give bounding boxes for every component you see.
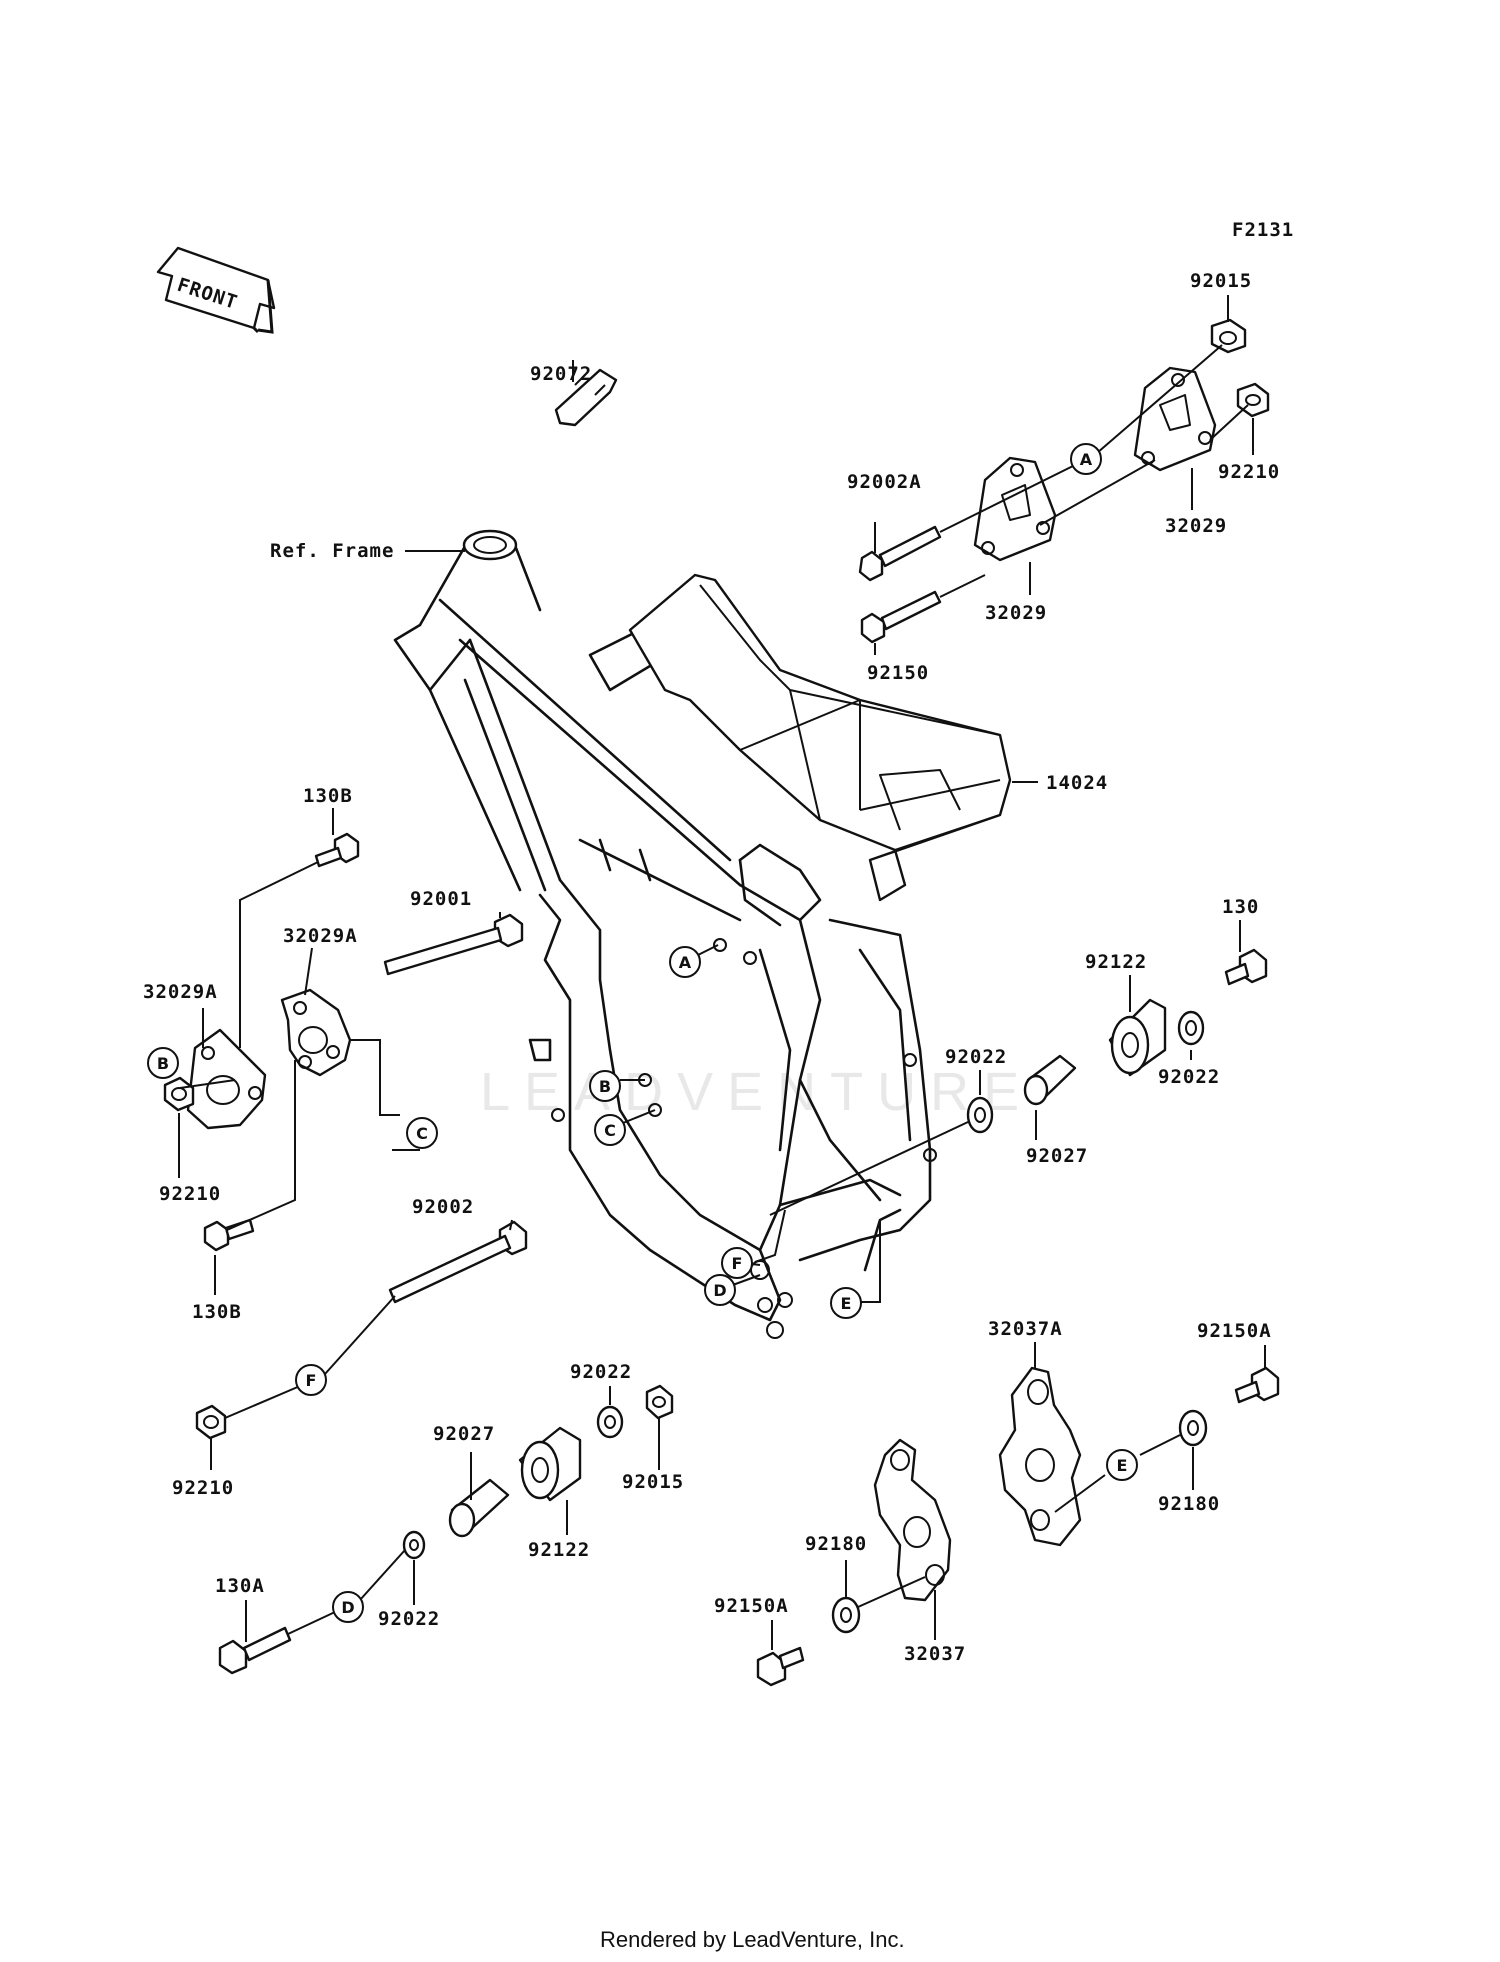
label-ref-frame: Ref. Frame: [270, 540, 394, 562]
svg-text:A: A: [1080, 450, 1093, 469]
label-32029-right: 32029: [1165, 515, 1227, 537]
part-14024-guard: [628, 573, 1012, 902]
callout-b-left: B: [147, 1047, 179, 1079]
svg-text:C: C: [416, 1124, 428, 1143]
callout-e-right: E: [1106, 1449, 1138, 1481]
figure-code: F2131: [1232, 219, 1294, 241]
label-92210-left: 92210: [159, 1183, 221, 1205]
svg-text:B: B: [157, 1054, 169, 1073]
label-92027-right: 92027: [1026, 1145, 1088, 1167]
callout-f-frame: F: [721, 1247, 753, 1279]
label-92150a-lower: 92150A: [714, 1595, 789, 1617]
label-92210-top: 92210: [1218, 461, 1280, 483]
upper-engine-mount-group: [858, 318, 1270, 644]
label-92022-bottom: 92022: [378, 1608, 440, 1630]
label-92022-mid: 92022: [945, 1046, 1007, 1068]
label-92150: 92150: [867, 662, 929, 684]
part-92072-clip: [554, 368, 618, 427]
label-130a: 130A: [215, 1575, 265, 1597]
callout-b-frame: B: [589, 1070, 621, 1102]
label-32029a-left: 32029A: [143, 981, 218, 1003]
svg-text:E: E: [1117, 1456, 1128, 1475]
callout-c-frame: C: [594, 1114, 626, 1146]
callout-f-left: F: [295, 1364, 327, 1396]
label-32029a-right: 32029A: [283, 925, 358, 947]
svg-text:E: E: [841, 1294, 852, 1313]
svg-text:F: F: [732, 1254, 743, 1273]
label-92122-right: 92122: [1085, 951, 1147, 973]
leader-lines: [178, 295, 1266, 1650]
lower-spacer-group: [218, 1384, 674, 1675]
label-92027-lower: 92027: [433, 1423, 495, 1445]
callout-d-frame: D: [704, 1274, 736, 1306]
front-arrow-icon: FRONT: [156, 246, 276, 334]
label-130b-top: 130B: [303, 785, 353, 807]
svg-text:F: F: [306, 1371, 317, 1390]
svg-text:D: D: [713, 1281, 726, 1300]
label-92210-bottom: 92210: [172, 1477, 234, 1499]
label-92072: 92072: [530, 363, 592, 385]
label-130: 130: [1222, 896, 1259, 918]
callout-a-frame: A: [669, 946, 701, 978]
label-92022-lower: 92022: [570, 1361, 632, 1383]
label-32037: 32037: [904, 1643, 966, 1665]
callout-c-left: C: [406, 1117, 438, 1149]
label-92150a-right: 92150A: [1197, 1320, 1272, 1342]
front-engine-mount-group: [163, 832, 524, 1252]
label-92001: 92001: [410, 888, 472, 910]
credit-footer: Rendered by LeadVenture, Inc.: [600, 1927, 905, 1952]
callout-a-upper: A: [1070, 443, 1102, 475]
svg-text:C: C: [604, 1121, 616, 1140]
svg-text:D: D: [341, 1598, 354, 1617]
callout-bubbles: A A B B C C D D E E F F: [147, 443, 1138, 1623]
label-130b-bottom: 130B: [192, 1301, 242, 1323]
label-92022-right: 92022: [1158, 1066, 1220, 1088]
callout-d-lower: D: [332, 1591, 364, 1623]
label-92015-top: 92015: [1190, 270, 1252, 292]
svg-text:B: B: [599, 1077, 611, 1096]
part-labels: 92015 92072 92002A 92210 32029 32029 921…: [143, 270, 1280, 1665]
label-92180-right: 92180: [1158, 1493, 1220, 1515]
label-92122-lower: 92122: [528, 1539, 590, 1561]
label-32029-left: 32029: [985, 602, 1047, 624]
label-92015-lower: 92015: [622, 1471, 684, 1493]
callout-e-frame: E: [830, 1287, 862, 1319]
part-92002-group: [195, 1220, 528, 1440]
main-frame: [393, 529, 937, 1339]
rear-bracket-group: [756, 1366, 1280, 1687]
rear-spacer-group: [769, 948, 1268, 1216]
label-14024: 14024: [1046, 772, 1108, 794]
label-32037a: 32037A: [988, 1318, 1063, 1340]
svg-text:A: A: [679, 953, 692, 972]
label-92180-lower: 92180: [805, 1533, 867, 1555]
label-92002: 92002: [412, 1196, 474, 1218]
label-92002a: 92002A: [847, 471, 922, 493]
